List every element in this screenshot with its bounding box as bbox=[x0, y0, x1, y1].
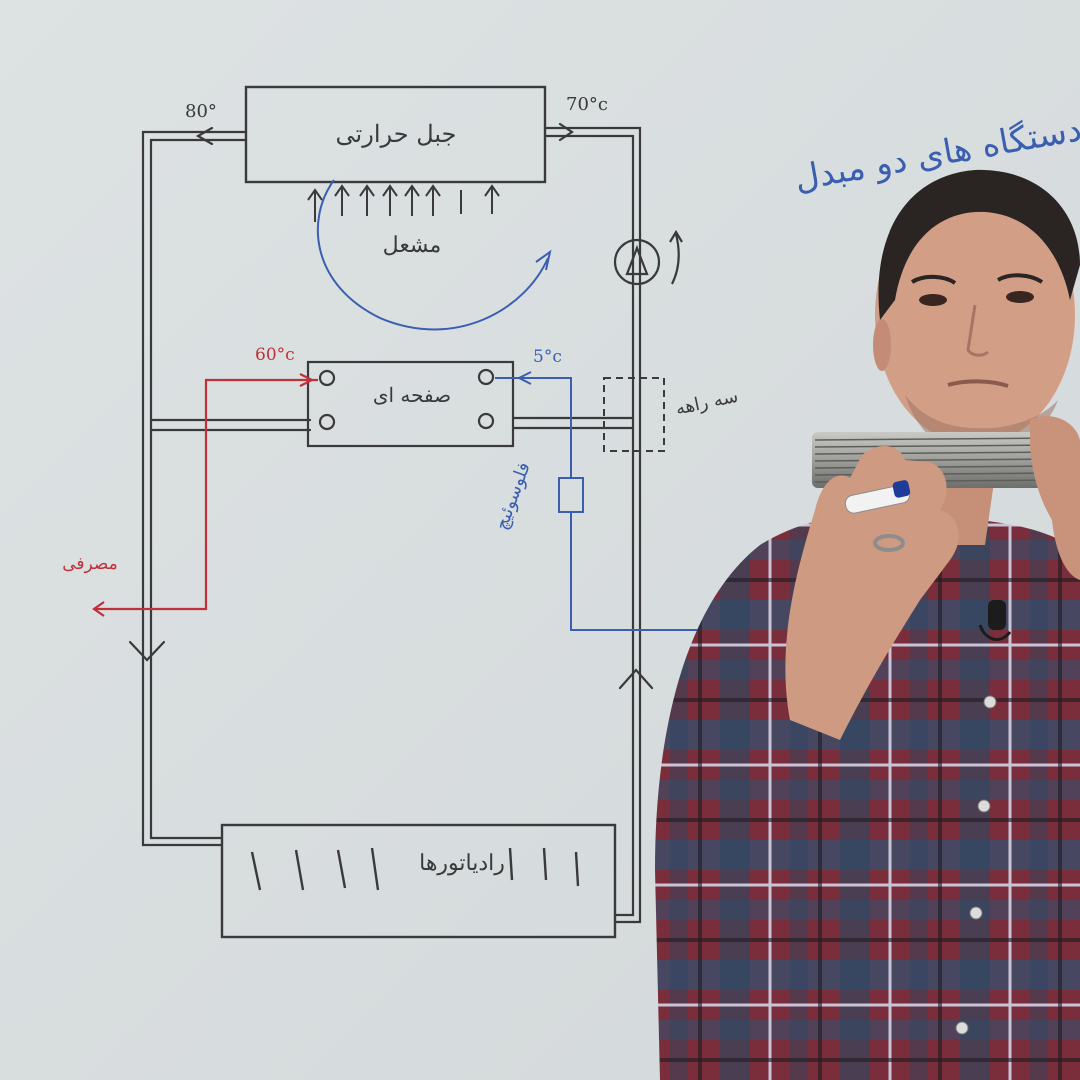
boiler: جبل حرارتی bbox=[244, 85, 547, 184]
presenter-shirt bbox=[655, 513, 1080, 1080]
presenter-eye-left bbox=[919, 294, 947, 306]
ring bbox=[873, 534, 905, 552]
boiler-label: جبل حرارتی bbox=[336, 120, 457, 148]
presenter-hair bbox=[878, 169, 1080, 320]
temp-boiler-out: 70°c bbox=[566, 94, 608, 115]
temp-cold-inlet: 5°c bbox=[533, 347, 562, 367]
three-way-valve bbox=[603, 377, 665, 452]
temp-hot-water: 60°c bbox=[255, 345, 295, 365]
lapel-microphone bbox=[978, 600, 1012, 641]
radiators bbox=[220, 823, 617, 939]
presenter-hand bbox=[785, 445, 959, 740]
cold-water-line bbox=[316, 179, 705, 631]
diagram-loop bbox=[128, 122, 654, 924]
presenter bbox=[655, 169, 1080, 1080]
radiators-label: رادیاتورها bbox=[419, 851, 505, 876]
consumer-label: مصرفی bbox=[62, 554, 118, 574]
marker-pen bbox=[844, 480, 911, 514]
plate-heat-exchanger bbox=[306, 360, 515, 448]
pump-symbol bbox=[613, 229, 683, 286]
plate-exchanger-label: صفحه ای bbox=[373, 383, 451, 407]
burner-arrows bbox=[307, 184, 500, 222]
burner-label: مشعل bbox=[383, 233, 442, 258]
presenter-eye-right bbox=[1006, 291, 1034, 303]
presenter-head bbox=[875, 185, 1075, 445]
hot-water-line bbox=[92, 373, 318, 617]
temp-boiler-in: 80° bbox=[185, 101, 217, 122]
